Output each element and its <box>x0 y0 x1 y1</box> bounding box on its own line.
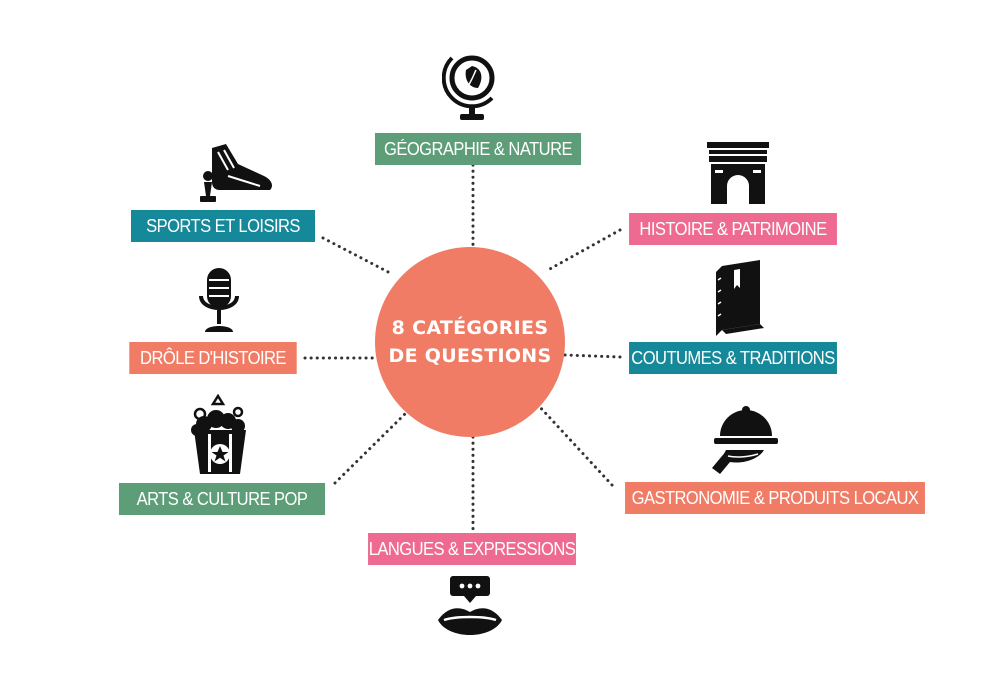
cloche-serving-icon <box>712 406 778 474</box>
label-histoire-patrimoine: HISTOIRE & PATRIMOINE <box>629 213 837 245</box>
hub-title-line1: 8 CATÉGORIES <box>391 317 549 339</box>
connector-coutumes <box>563 353 622 359</box>
sneaker-chess-icon <box>200 144 272 202</box>
connector-arts <box>333 405 414 485</box>
arc-de-triomphe-icon <box>707 142 769 204</box>
book-icon <box>716 260 764 336</box>
label-geographie-nature: GÉOGRAPHIE & NATURE <box>374 133 582 165</box>
globe-leaf-icon <box>442 55 495 120</box>
hub-title-line2: DE QUESTIONS <box>388 345 552 367</box>
center-hub: 8 CATÉGORIES DE QUESTIONS <box>375 247 565 437</box>
lips-speech-icon <box>438 576 502 635</box>
label-gastronomie-produits-locaux: GASTRONOMIE & PRODUITS LOCAUX <box>625 482 925 514</box>
popcorn-icon <box>191 394 246 474</box>
connector-sports <box>321 236 394 276</box>
label-drole-d-histoire: DRÔLE D'HISTOIRE <box>129 342 297 374</box>
label-langues-expressions: LANGUES & EXPRESSIONS <box>368 533 576 565</box>
connector-histoire <box>546 228 622 272</box>
label-sports-et-loisirs: SPORTS ET LOISIRS <box>131 210 315 242</box>
label-arts-culture-pop: ARTS & CULTURE POP <box>118 483 326 515</box>
connector-gastronomie <box>536 403 614 487</box>
label-coutumes-traditions: COUTUMES & TRADITIONS <box>629 342 837 374</box>
microphone-icon <box>199 268 239 332</box>
